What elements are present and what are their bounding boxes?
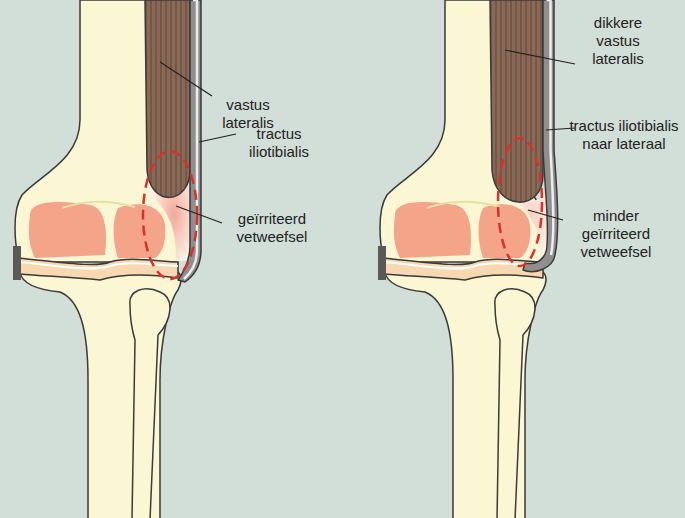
- part-label: geïrriteerd vetweefsel: [222, 210, 322, 246]
- part-label: dikkere vastus lateralis: [573, 14, 663, 68]
- part-label: tractus iliotibialis: [229, 125, 329, 161]
- part-label: minder geïrriteerd vetweefsel: [561, 207, 671, 261]
- right-knee: [378, 0, 558, 518]
- left-knee: [13, 0, 201, 518]
- part-label: tractus iliotibialis naar lateraal: [569, 117, 679, 153]
- leader-lines: [160, 50, 575, 223]
